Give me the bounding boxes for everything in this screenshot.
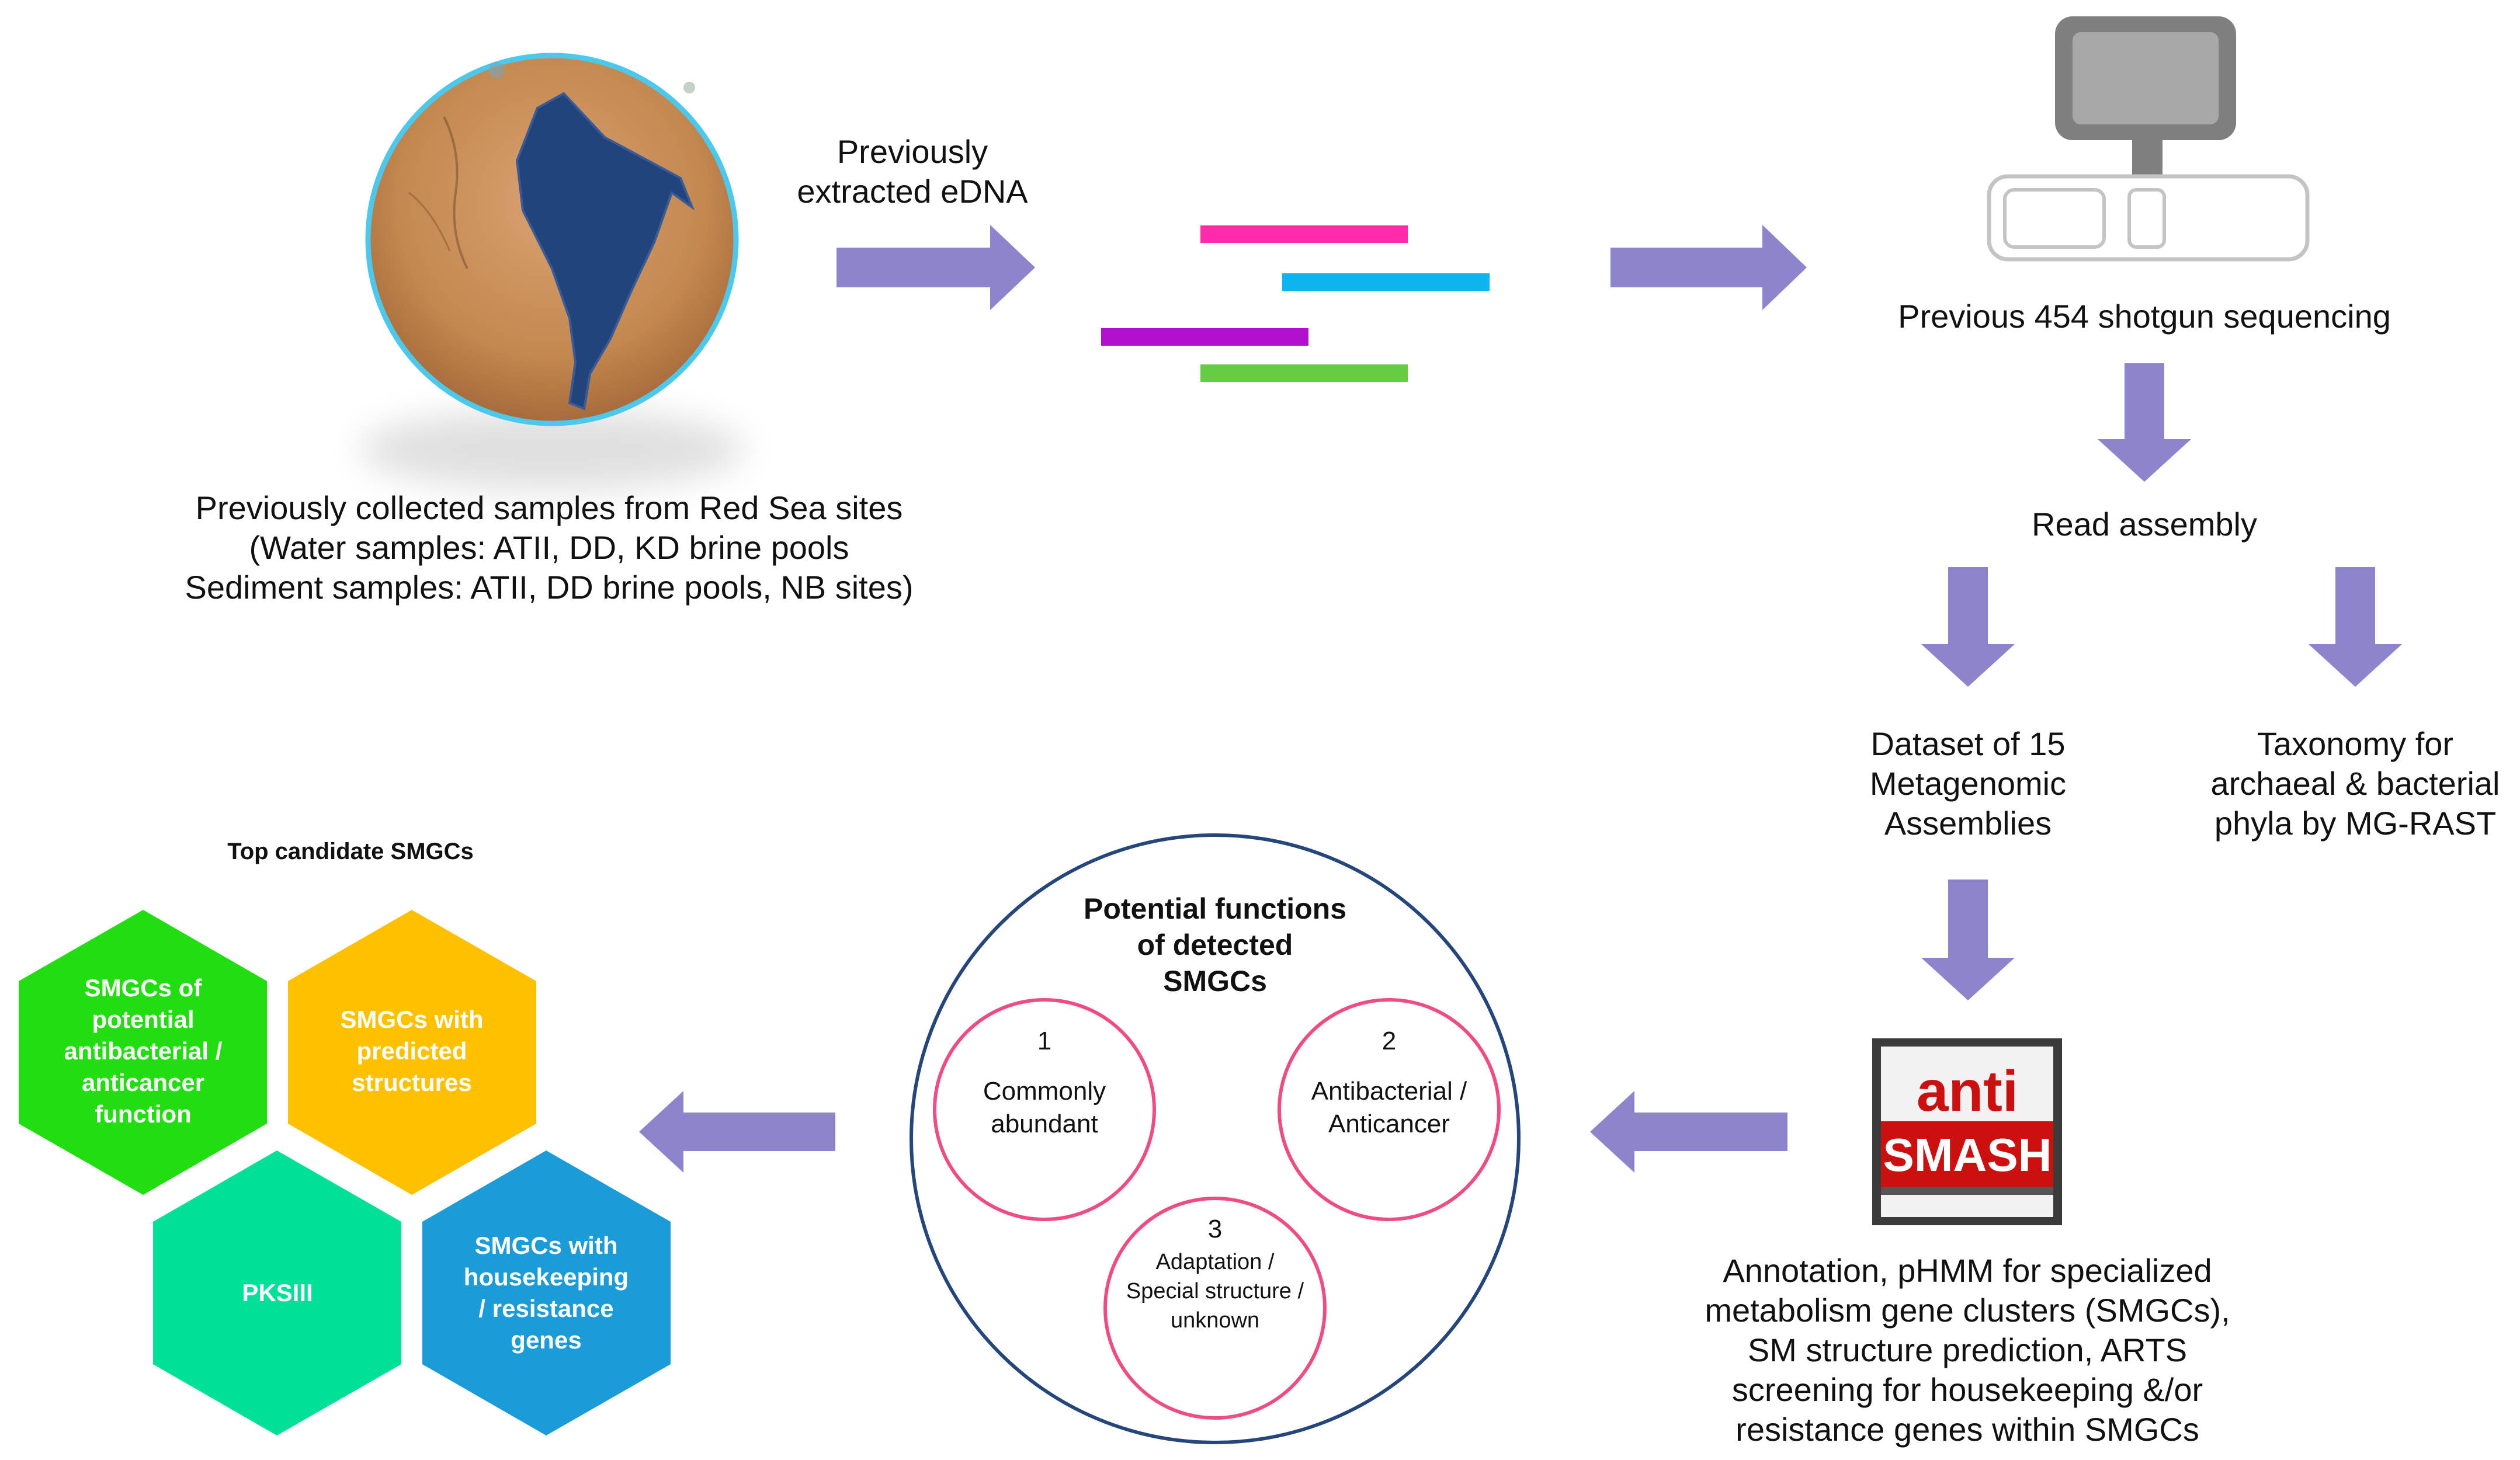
hex-2-line-1: SMGCs with (340, 1006, 484, 1033)
arrow-down-sequencing (2098, 363, 2191, 482)
antismash-logo-top: anti (1917, 1059, 2018, 1123)
function-item-3: 3 Adaptation / Special structure / unkno… (1104, 1215, 1326, 1335)
dataset-line-3: Assemblies (1884, 805, 2052, 842)
hexagon-pksiii (153, 1150, 401, 1435)
sequencer-icon (1987, 16, 2310, 262)
functions-title-line-3: SMGCs (1163, 965, 1267, 997)
read-green (1200, 364, 1408, 382)
function-2-line-1: Antibacterial / (1311, 1077, 1467, 1106)
arrow-right-1 (836, 225, 1035, 310)
hex-1-line-5: function (95, 1100, 192, 1128)
antismash-logo-bottom: SMASH (1883, 1129, 2052, 1181)
function-3-line-2: Special structure / (1126, 1279, 1304, 1303)
hex-1-line-3: antibacterial / (64, 1037, 223, 1065)
edna-line-2: extracted eDNA (797, 173, 1028, 210)
function-2-line-2: Anticancer (1328, 1110, 1450, 1138)
antismash-line-3: SM structure prediction, ARTS (1747, 1332, 2188, 1368)
functions-circle (910, 833, 1521, 1444)
samples-line-3: Sediment samples: ATII, DD brine pools, … (185, 569, 914, 606)
function-1-line-1: Commonly (983, 1077, 1106, 1106)
hexagon-antibacterial-text: SMGCs of potential antibacterial / antic… (23, 946, 263, 1156)
function-number-2: 2 (1382, 1027, 1397, 1055)
function-circle-1 (933, 998, 1156, 1221)
hexagon-housekeeping (422, 1150, 671, 1435)
read-cyan (1282, 273, 1490, 291)
dataset-line-1: Dataset of 15 (1870, 725, 2066, 762)
samples-label: Previously collected samples from Red Se… (140, 488, 958, 607)
sequence-reads-icon (1101, 225, 1490, 382)
hex-4-line-3: / resistance (478, 1295, 614, 1322)
arrow-down-antismash (1921, 880, 2015, 1000)
function-circle-3 (1103, 1197, 1327, 1420)
arrow-down-taxonomy (2309, 567, 2402, 687)
edna-label: Previously extracted eDNA (737, 132, 1088, 211)
antismash-line-4: screening for housekeeping &/or (1731, 1371, 2203, 1408)
function-3-line-1: Adaptation / (1155, 1250, 1275, 1274)
hex-4-line-2: housekeeping (463, 1263, 629, 1291)
arrow-left-functions (1590, 1091, 1787, 1173)
dataset-label: Dataset of 15 Metagenomic Assemblies (1793, 724, 2143, 843)
functions-title: Potential functions of detected SMGCs (981, 891, 1449, 999)
hexagon-antibacterial (19, 910, 267, 1195)
read-pink (1200, 225, 1408, 243)
hex-1-line-2: potential (92, 1006, 195, 1033)
antismash-line-2: metabolism gene clusters (SMGCs), (1705, 1292, 2230, 1329)
antismash-logo-icon: anti SMASH (1872, 1038, 2062, 1225)
hex-2-line-2: predicted (356, 1037, 467, 1065)
candidates-title: Top candidate SMGCs (227, 839, 474, 864)
hex-3-line-1: PKSIII (242, 1279, 313, 1306)
taxonomy-line-2: archaeal & bacterial (2210, 765, 2500, 802)
taxonomy-line-1: Taxonomy for (2257, 725, 2454, 762)
taxonomy-line-3: phyla by MG-RAST (2214, 805, 2497, 842)
function-number-3: 3 (1207, 1215, 1223, 1243)
assembly-label: Read assembly (2032, 506, 2257, 543)
functions-title-line-2: of detected (1137, 929, 1293, 961)
dataset-line-2: Metagenomic (1869, 765, 2067, 802)
hexagon-predicted-structures-text: SMGCs with predicted structures (292, 946, 532, 1156)
functions-title-line-1: Potential functions (1084, 892, 1346, 925)
function-item-1: 1 Commonly abundant (945, 1025, 1144, 1141)
hex-4-line-1: SMGCs with (474, 1232, 618, 1259)
hex-4-line-4: genes (511, 1326, 582, 1354)
function-3-line-3: unknown (1170, 1308, 1260, 1333)
function-1-line-2: abundant (991, 1110, 1098, 1138)
hexagon-housekeeping-text: SMGCs with housekeeping / resistance gen… (426, 1188, 666, 1398)
function-number-1: 1 (1037, 1027, 1052, 1055)
arrow-down-dataset (1921, 567, 2015, 687)
edna-line-1: Previously (836, 133, 988, 170)
arrow-left-candidates (639, 1091, 835, 1173)
hex-1-line-4: anticancer (81, 1069, 205, 1096)
hex-2-line-3: structures (352, 1069, 472, 1096)
samples-line-1: Previously collected samples from Red Se… (195, 489, 903, 526)
antismash-line-1: Annotation, pHMM for specialized (1723, 1252, 2212, 1289)
function-circle-2 (1278, 998, 1501, 1221)
red-sea-map-icon (359, 53, 745, 491)
arrow-right-2 (1610, 225, 1807, 310)
antismash-description: Annotation, pHMM for specialized metabol… (1646, 1251, 2289, 1449)
hex-1-line-1: SMGCs of (84, 974, 202, 1002)
samples-line-2: (Water samples: ATII, DD, KD brine pools (249, 529, 849, 566)
read-purple (1101, 328, 1308, 346)
hexagon-predicted-structures (288, 910, 536, 1195)
hexagon-pksiii-text: PKSIII (158, 1188, 397, 1398)
antismash-line-5: resistance genes within SMGCs (1735, 1411, 2199, 1448)
taxonomy-label: Taxonomy for archaeal & bacterial phyla … (2180, 724, 2520, 843)
sequencing-label: Previous 454 shotgun sequencing (1898, 298, 2391, 335)
function-item-2: 2 Antibacterial / Anticancer (1284, 1025, 1494, 1141)
